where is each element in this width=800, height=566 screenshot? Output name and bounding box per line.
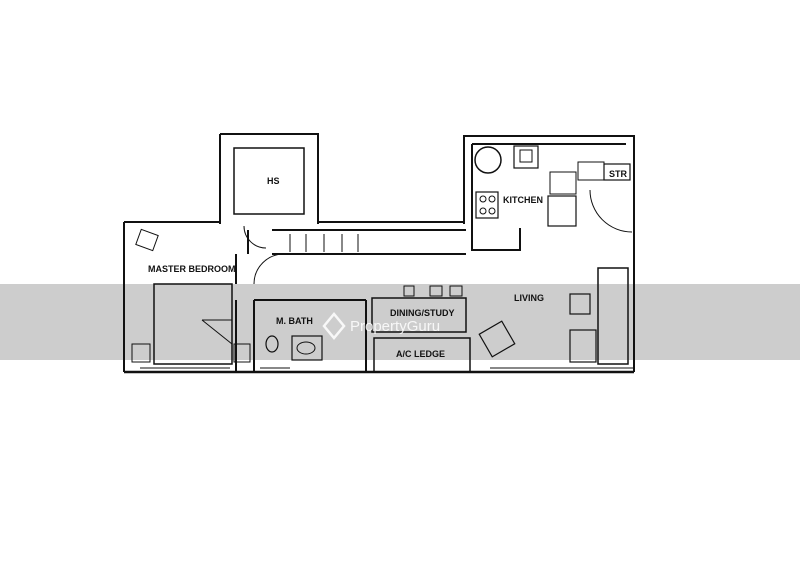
coffee-table — [569, 293, 591, 315]
room-label-dining-study: DINING/STUDY — [390, 308, 455, 318]
bed — [153, 283, 233, 365]
kitchen-sink — [513, 145, 539, 169]
room-label-kitchen: KITCHEN — [503, 195, 543, 205]
sink-bowl — [519, 149, 533, 163]
watermark-band — [0, 284, 800, 360]
hs-door-swing — [243, 225, 267, 249]
bedroom-armchair — [135, 228, 159, 252]
basin-bowl — [296, 341, 316, 355]
hs-wall — [219, 133, 319, 224]
bedside-table — [233, 343, 251, 363]
kitchen-door-swing — [589, 189, 633, 233]
corridor-wall — [247, 229, 466, 255]
store-box — [603, 163, 631, 181]
wardrobe — [289, 234, 359, 252]
kitchen-wall — [463, 135, 635, 224]
ac-ledge — [373, 337, 471, 373]
hob-burner — [479, 207, 487, 215]
hob-burner — [479, 195, 487, 203]
basin — [291, 335, 323, 361]
room-label-living: LIVING — [514, 293, 544, 303]
room-label-str: STR — [609, 169, 628, 179]
fridge — [549, 171, 577, 195]
hob-burner — [488, 195, 496, 203]
dining-chair — [403, 285, 415, 297]
watermark-text: PropertyGuru — [350, 318, 440, 335]
hob-burner — [488, 207, 496, 215]
bedside-table — [131, 343, 151, 363]
room-label-m-bath: M. BATH — [276, 316, 313, 326]
room-label-ac-ledge: A/C LEDGE — [396, 349, 445, 359]
oven — [547, 195, 577, 227]
watermark-logo-icon — [322, 312, 346, 340]
kitchen-counter — [577, 161, 605, 181]
kitchen-inner-wall — [471, 144, 521, 251]
watermark: PropertyGuru — [322, 312, 440, 340]
hob — [475, 191, 499, 219]
bed-fold — [201, 319, 233, 345]
bath-wall — [253, 299, 367, 372]
dining-table — [371, 297, 467, 333]
dining-chair — [449, 285, 463, 297]
living-armchair — [478, 320, 516, 358]
bedroom-door-swing — [253, 253, 285, 285]
dining-chair — [429, 285, 443, 297]
hs-inner — [233, 147, 305, 215]
room-label-master-bedroom: MASTER BEDROOM — [148, 264, 236, 274]
sofa — [597, 267, 629, 365]
sofa-seat — [569, 329, 597, 363]
washing-machine — [474, 146, 502, 174]
toilet — [265, 335, 279, 353]
room-label-hs: HS — [267, 176, 280, 186]
